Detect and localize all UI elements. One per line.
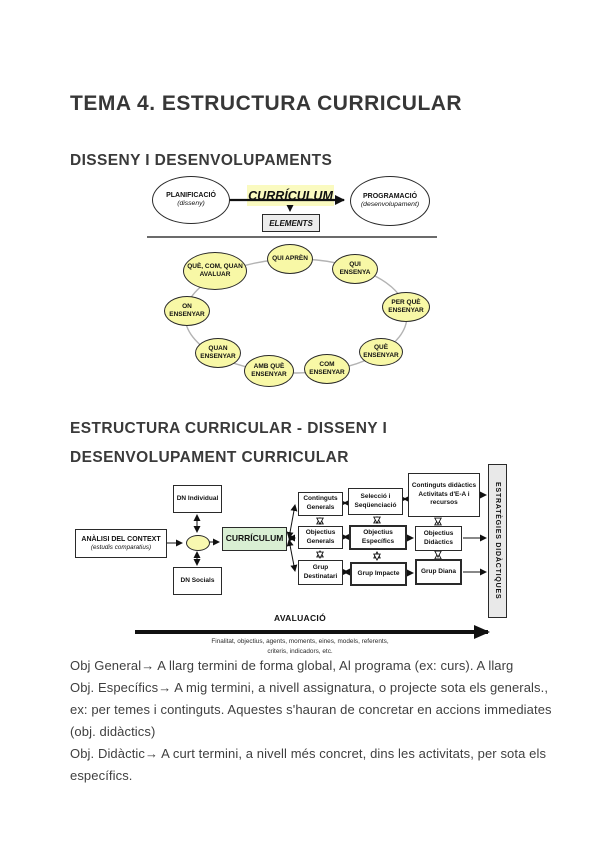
elements-box: ELEMENTS xyxy=(262,214,320,232)
analisi-context-box: ANÀLISI DEL CONTEXT (estudis comparatius… xyxy=(75,529,167,558)
programacio-sublabel: (desenvolupament) xyxy=(360,201,420,209)
planificacio-node: PLANIFICACIÓ (disseny) xyxy=(152,176,230,224)
dn-individual-box: DN Individual xyxy=(173,485,222,513)
needs-junction-node xyxy=(186,535,210,551)
estrategies-didactiques-bar: ESTRATÈGIES DIDÀCTIQUES xyxy=(488,464,507,618)
curriculum2-box: CURRÍCULUM xyxy=(222,527,287,551)
body-text: Obj General→ A llarg termini de forma gl… xyxy=(70,655,552,787)
section-2-heading: ESTRUCTURA CURRICULAR - DISSENY I DESENV… xyxy=(70,420,388,466)
ring-node-qui-ensenya: QUI ENSENYA xyxy=(332,254,378,284)
arrow-curriculum-continguts xyxy=(286,504,298,539)
estrategies-didactiques-label: ESTRATÈGIES DIDÀCTIQUES xyxy=(494,482,501,600)
continguts-didactics-box: Continguts didàctics Activitats d'E-A i … xyxy=(408,473,480,517)
objectius-generals-box: Objectius Generals xyxy=(298,526,343,549)
body-line: Obj General→ A llarg termini de forma gl… xyxy=(70,658,514,673)
grup-diana-box: Grup Diana xyxy=(415,559,462,585)
page-title: TEMA 4. ESTRUCTURA CURRICULAR xyxy=(70,92,463,115)
ring-node-que-com-quan-avaluar: QUÈ, COM, QUAN AVALUAR xyxy=(183,252,247,290)
ring-node-quan-ensenyar: QUAN ENSENYAR xyxy=(195,338,241,368)
grup-destinatari-box: Grup Destinatari xyxy=(298,560,343,585)
ring-node-que-ensenyar: QUÈ ENSENYAR xyxy=(359,338,403,366)
objectius-especifics-box: Objectius Específics xyxy=(349,525,407,550)
ring-node-com-ensenyar: COM ENSENYAR xyxy=(304,354,350,384)
analisi-context-sublabel: (estudis comparatius) xyxy=(90,543,152,551)
programacio-node: PROGRAMACIÓ (desenvolupament) xyxy=(350,176,430,226)
dn-socials-box: DN Socials xyxy=(173,567,222,595)
seleccio-sequenciacio-box: Selecció i Seqüenciació xyxy=(348,488,403,515)
avaluacio-label: AVALUACIÓ xyxy=(274,613,326,623)
planificacio-sublabel: (disseny) xyxy=(177,200,205,208)
ring-node-qui-apren: QUI APRÈN xyxy=(267,244,313,274)
ring-node-per-que-ensenyar: PER QUÈ ENSENYAR xyxy=(382,292,430,322)
avaluacio-caption-line2: criteris, indicadors, etc. xyxy=(267,647,333,655)
planificacio-label: PLANIFICACIÓ xyxy=(166,192,216,200)
body-line: Obj. Didàctic→ A curt termini, a nivell … xyxy=(70,746,547,761)
section-1-heading: DISSENY I DESENVOLUPAMENTS xyxy=(70,152,333,169)
ring-node-on-ensenyar: ON ENSENYAR xyxy=(164,296,210,326)
grup-impacte-box: Grup Impacte xyxy=(350,562,407,586)
continguts-generals-box: Continguts Generals xyxy=(298,492,343,516)
objectius-didactics-box: Objectius Didàctics xyxy=(415,526,462,551)
body-line: Obj. Específics→ A mig termini, a nivell… xyxy=(70,680,549,695)
avaluacio-caption: Finalitat, objectius, agents, moments, e… xyxy=(140,637,460,657)
programacio-label: PROGRAMACIÓ xyxy=(362,193,418,201)
avaluacio-caption-line1: Finalitat, objectius, agents, moments, e… xyxy=(211,638,389,645)
ring-node-amb-que-ensenyar: AMB QUÈ ENSENYAR xyxy=(244,355,294,387)
curriculum-label: CURRÍCULUM xyxy=(248,188,333,203)
body-line: (obj. didàctics) xyxy=(70,724,156,739)
analisi-context-label: ANÀLISI DEL CONTEXT xyxy=(81,535,161,543)
body-line: específics. xyxy=(70,768,133,783)
arrow-curriculum-grup xyxy=(286,539,298,572)
body-line: ex: per temes i continguts. Aquestes s'h… xyxy=(70,702,552,717)
